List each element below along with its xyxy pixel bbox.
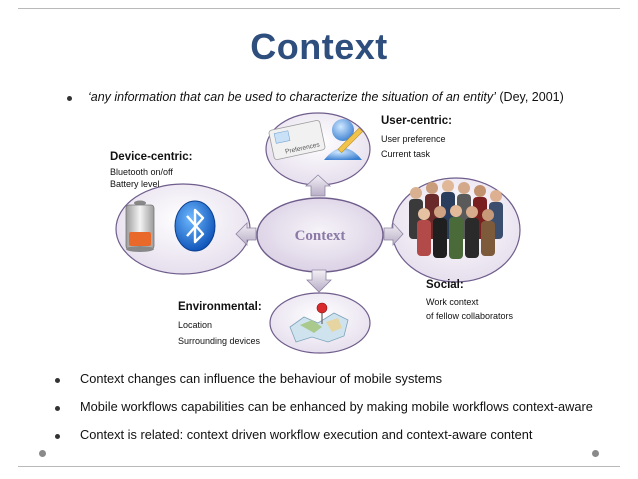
bullet-text: Mobile workflows capabilities can be enh… — [80, 399, 593, 414]
user-centric-item: User preference — [381, 134, 446, 144]
arrow-down-icon — [306, 269, 332, 293]
people-group-icon — [409, 180, 503, 259]
bottom-frame-line — [18, 466, 620, 467]
arrow-up-icon — [304, 174, 332, 197]
user-centric-label: User-centric: — [381, 115, 452, 127]
environmental-label: Environmental: — [178, 301, 262, 313]
social-item: Work context — [426, 297, 479, 307]
top-frame-line — [18, 8, 620, 9]
bullet-dot — [67, 96, 72, 101]
map-pin-icon — [289, 302, 349, 343]
bullet-dot — [55, 434, 60, 439]
arrow-right-icon — [383, 221, 404, 247]
social-item: of fellow collaborators — [426, 311, 514, 321]
bullet-dot — [55, 406, 60, 411]
environmental-item: Surrounding devices — [178, 336, 261, 346]
device-centric-item: Bluetooth on/off — [110, 167, 173, 177]
bluetooth-icon — [174, 200, 216, 252]
arrow-left-icon — [235, 222, 257, 246]
user-centric-item: Current task — [381, 149, 431, 159]
bullet-dot — [55, 378, 60, 383]
bullet-text: Context changes can influence the behavi… — [80, 371, 443, 386]
bullet-text: Context is related: context driven workf… — [80, 427, 533, 442]
bottom-right-dot — [592, 450, 599, 457]
slide-title: Context — [250, 26, 388, 67]
center-label: Context — [295, 228, 346, 244]
device-centric-item: Battery level — [110, 179, 160, 189]
quote-citation: (Dey, 2001) — [499, 90, 564, 104]
battery-icon — [125, 200, 155, 252]
environmental-item: Location — [178, 320, 213, 330]
quote-text: ‘any information that can be used to cha… — [88, 90, 496, 104]
bottom-left-dot — [39, 450, 46, 457]
social-label: Social: — [426, 279, 464, 291]
preferences-user-icon: Preferences — [268, 119, 364, 160]
definition-quote: ‘any information that can be used to cha… — [88, 90, 564, 104]
device-centric-label: Device-centric: — [110, 151, 193, 163]
